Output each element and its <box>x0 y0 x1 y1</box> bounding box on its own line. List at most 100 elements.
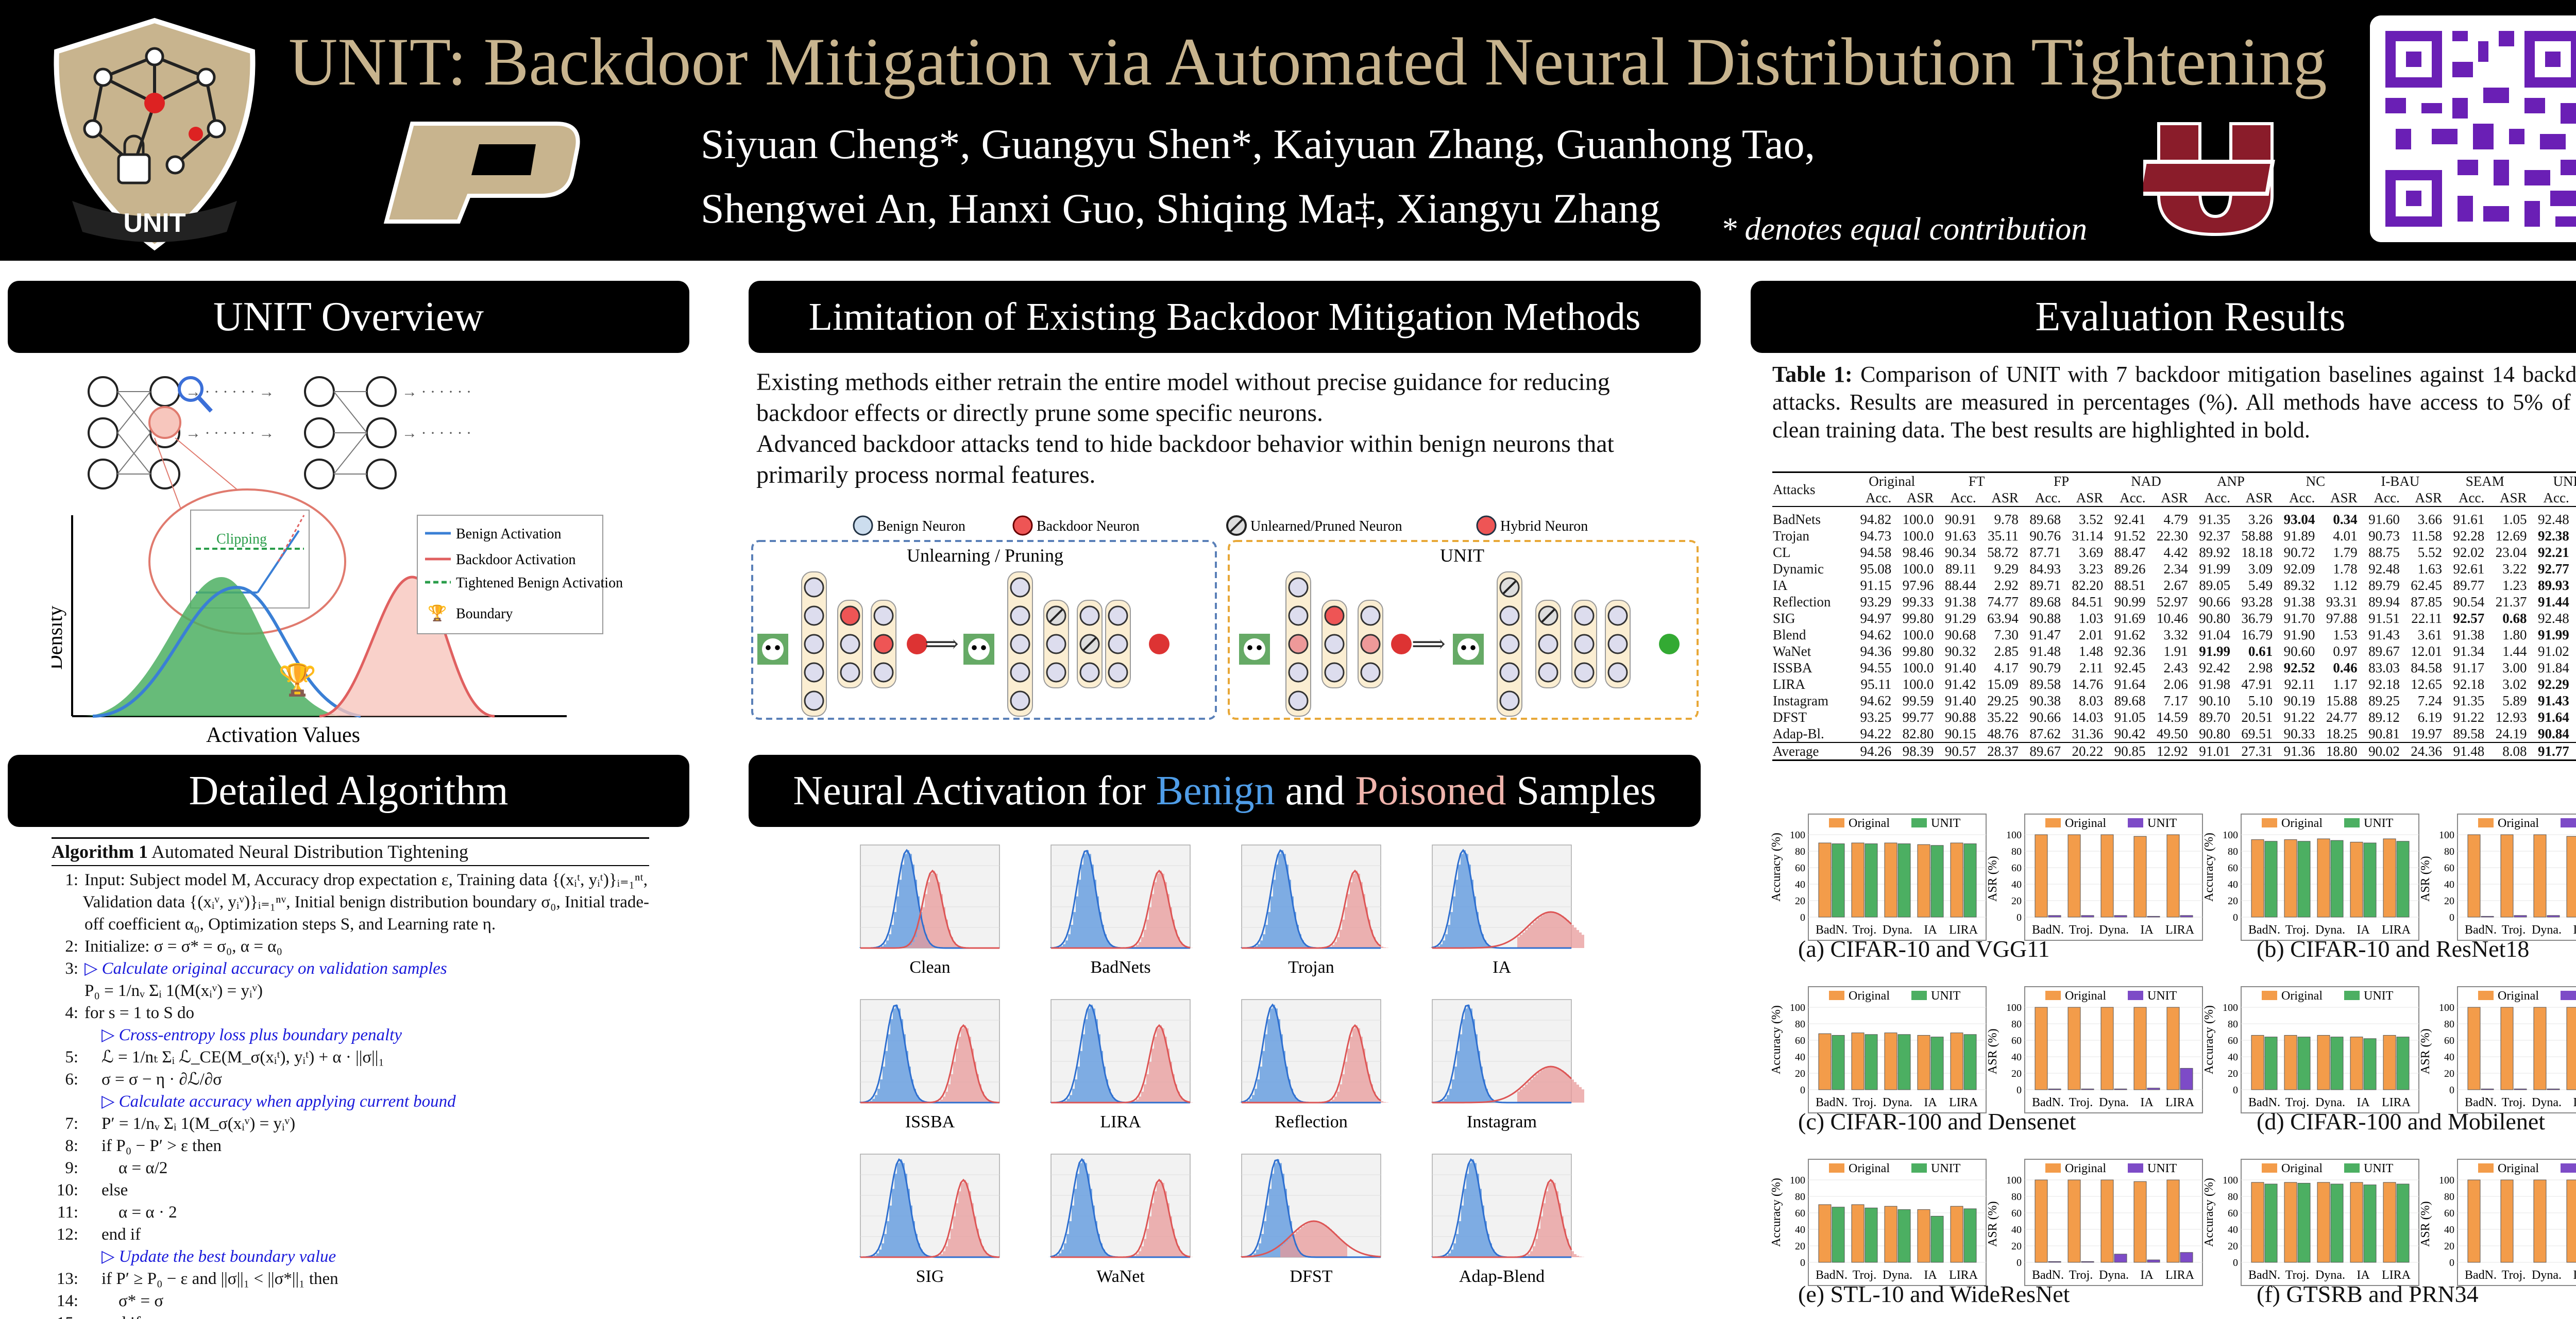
algo-line-number: 13: <box>56 1270 78 1288</box>
cell: 92.28 <box>2453 528 2485 544</box>
y-axis-label: ASR (%) <box>1986 856 1999 902</box>
bar <box>1950 842 1963 918</box>
cell: 20.51 <box>2241 709 2273 725</box>
cell: 91.38 <box>2453 627 2485 642</box>
cell: 4.98 <box>2570 692 2576 709</box>
bar <box>2383 838 2396 918</box>
legend-original: Original <box>2281 817 2323 830</box>
cell: 84.58 <box>2411 660 2443 675</box>
x-tick: LIRA <box>2382 923 2411 937</box>
title-part: Neural Activation for <box>793 768 1156 814</box>
algo-line-number: 15: <box>52 1312 78 1319</box>
cell: 93.29 <box>1860 594 1892 610</box>
title-part: and <box>1275 768 1355 814</box>
limitation-para-2: Advanced backdoor attacks tend to hide b… <box>756 430 1614 488</box>
col-asr: ASR <box>2499 490 2527 505</box>
y-tick: 0 <box>2233 912 2238 923</box>
legend-original: Original <box>1849 989 1890 1003</box>
cell: 1.09 <box>2570 544 2576 561</box>
wrong-prediction-icon <box>1149 634 1170 654</box>
algo-line-text: else <box>84 1181 128 1199</box>
cell: 91.90 <box>2283 627 2315 642</box>
logo-unit-text: UNIT <box>123 208 186 238</box>
algo-line: 3:▷ Calculate original accuracy on valid… <box>52 958 649 980</box>
algo-title-bold: Algorithm 1 <box>52 841 148 862</box>
box-unit-label: UNIT <box>1440 545 1484 566</box>
cell: 91.35 <box>2453 693 2485 708</box>
neuron <box>1574 634 1595 654</box>
legend-swatch-original <box>1829 1163 1844 1173</box>
x-tick: LIRA <box>1949 1096 1978 1109</box>
x-tick: BadN. <box>1816 1269 1848 1282</box>
x-tick: Troj. <box>2502 923 2526 937</box>
cell: 90.68 <box>1944 627 1976 642</box>
bar <box>2166 1007 2180 1090</box>
y-tick: 100 <box>1790 830 1805 841</box>
bar <box>2067 1007 2081 1090</box>
col-acc: Acc. <box>1950 490 1976 505</box>
bar <box>2284 839 2297 918</box>
bar <box>1865 1034 1878 1090</box>
x-tick: LIRA <box>1949 1269 1978 1282</box>
cell: 3.23 <box>2079 561 2104 577</box>
subfigure-caption: (b) CIFAR-10 and ResNet18 <box>2257 936 2530 962</box>
title-poisoned: Poisoned <box>1355 768 1506 814</box>
bar <box>2284 1182 2297 1263</box>
bar <box>1917 1035 1930 1090</box>
cell: 91.22 <box>2453 709 2485 725</box>
cell: 91.43 <box>2537 693 2569 708</box>
bar <box>2396 1183 2410 1263</box>
legend-swatch-unit <box>2128 991 2143 1000</box>
bar <box>2147 1259 2160 1263</box>
cell: 1.53 <box>2333 627 2358 642</box>
bar <box>2467 1179 2481 1263</box>
algo-line-text: if P₀ − P′ > ε then <box>84 1137 222 1155</box>
cell: 91.89 <box>2283 528 2315 544</box>
cell: 91.40 <box>1944 660 1976 675</box>
cell: 89.68 <box>2029 594 2061 610</box>
cell: 94.26 <box>1860 743 1892 759</box>
x-tick: IA <box>2140 923 2154 937</box>
cell: 90.91 <box>1944 512 1976 527</box>
cell: 14.03 <box>2072 709 2104 725</box>
algo-line-number: 4: <box>65 1004 78 1022</box>
svg-text:→ · · · · · · →: → · · · · · · → <box>185 425 274 442</box>
legend-original: Original <box>2065 1162 2106 1175</box>
legend-swatch-unit <box>2344 818 2360 827</box>
results-table: AttacksOriginalFTFPNADANPNCI-BAUSEAMUNIT… <box>1772 471 2576 761</box>
overview-ylabel: Density <box>52 606 66 670</box>
bar <box>2363 842 2377 918</box>
cell: 88.44 <box>1944 578 1976 593</box>
cell: 82.20 <box>2072 578 2104 593</box>
cell: 89.05 <box>2199 578 2230 593</box>
legend-backdoor: Backdoor Activation <box>456 552 576 568</box>
cell: 89.79 <box>2368 578 2400 593</box>
col-acc: Acc. <box>1865 490 1892 505</box>
bar <box>1884 842 1897 918</box>
col-asr: ASR <box>2076 490 2104 505</box>
cell: 6.63 <box>2570 594 2576 610</box>
y-tick: 40 <box>2011 1052 2022 1063</box>
cell: 90.19 <box>2283 693 2315 708</box>
y-tick: 80 <box>2228 1191 2238 1203</box>
y-tick: 60 <box>1795 1208 1805 1219</box>
legend-original: Original <box>2065 817 2106 830</box>
y-tick: 20 <box>2444 1068 2454 1079</box>
limitation-para-1: Existing methods either retrain the enti… <box>756 368 1610 427</box>
algo-line-number: 10: <box>56 1181 78 1199</box>
row-attack: Adap-Bl. <box>1773 726 1824 741</box>
qr-code[interactable] <box>2370 15 2576 242</box>
neuron <box>1046 662 1066 683</box>
bar <box>1865 1207 1878 1263</box>
y-axis-label: Accuracy (%) <box>1770 1178 1783 1247</box>
neuron <box>1607 605 1628 626</box>
row-attack: Average <box>1773 743 1819 759</box>
cell: 91.43 <box>2368 627 2400 642</box>
cell: 35.22 <box>1987 709 2019 725</box>
neuron <box>1324 605 1345 626</box>
algo-line-text: if P′ ≥ P₀ − ε and ||σ||₁ < ||σ*||₁ then <box>84 1270 338 1288</box>
neuron <box>1360 634 1381 654</box>
